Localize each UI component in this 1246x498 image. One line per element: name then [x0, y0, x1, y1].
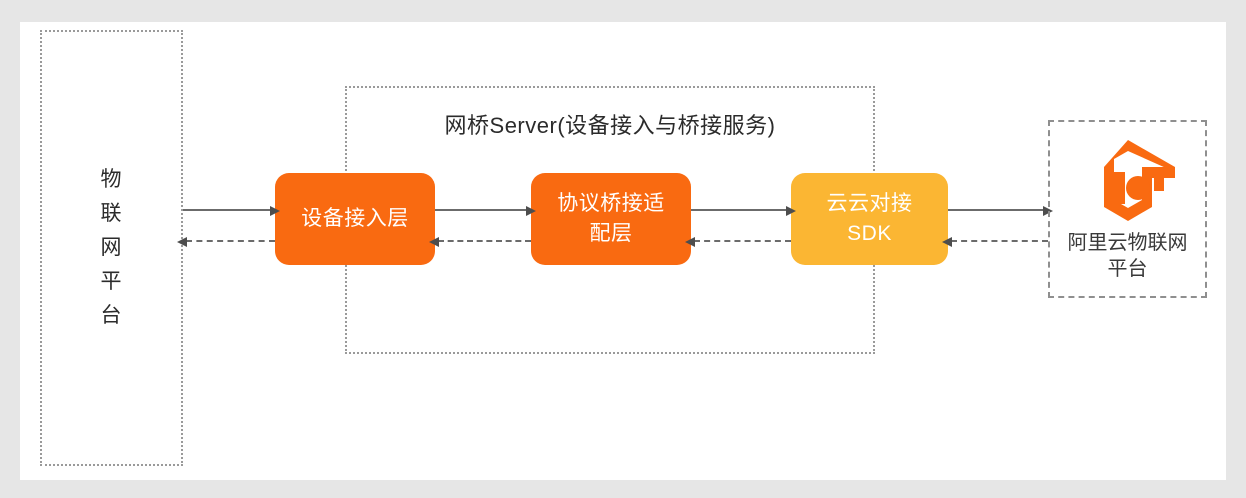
iot-platform-label: 物 联 网 平 台	[100, 168, 123, 327]
box-cloud-to-cloud-sdk[interactable]: 云云对接 SDK	[791, 173, 948, 265]
arrowhead-left-icon	[942, 237, 952, 247]
aliyun-iot-platform-container: 阿里云物联网 平台	[1048, 120, 1207, 298]
arrowhead-right-icon	[526, 206, 536, 216]
hexagon-outline	[1103, 140, 1175, 221]
arrow-cloud-sdk-to-protocol-bridge	[685, 237, 791, 247]
arrow-protocol-bridge-to-cloud-sdk	[691, 206, 796, 216]
iot-platform-container: 物 联 网 平 台	[40, 30, 183, 466]
letter-i	[1113, 172, 1125, 204]
arrow-device-access-to-protocol-bridge	[435, 206, 536, 216]
aliyun-iot-logo-icon	[1103, 140, 1175, 221]
arrowhead-left-icon	[685, 237, 695, 247]
arrowhead-left-icon	[429, 237, 439, 247]
arrow-aliyun-platform-to-cloud-sdk	[942, 237, 1048, 247]
arrow-device-access-to-platform	[177, 237, 275, 247]
box-device-access-layer[interactable]: 设备接入层	[275, 173, 435, 265]
aliyun-iot-platform-label: 阿里云物联网 平台	[1067, 232, 1188, 280]
bridge-server-title: 网桥Server(设备接入与桥接服务)	[444, 113, 776, 138]
arrowhead-left-icon	[177, 237, 187, 247]
arrow-protocol-bridge-to-device-access	[429, 237, 531, 247]
arrowhead-right-icon	[786, 206, 796, 216]
letter-t-stem	[1153, 167, 1164, 191]
letter-o	[1125, 176, 1150, 200]
arrowhead-right-icon	[270, 206, 280, 216]
arrow-platform-to-device-access	[183, 206, 280, 216]
diagram-canvas: 物 联 网 平 台 网桥Server(设备接入与桥接服务) 设备接入层 协议桥接…	[20, 22, 1226, 480]
box-protocol-bridge-adapter-layer[interactable]: 协议桥接适 配层	[531, 173, 691, 265]
arrow-cloud-sdk-to-aliyun-platform	[948, 206, 1053, 216]
